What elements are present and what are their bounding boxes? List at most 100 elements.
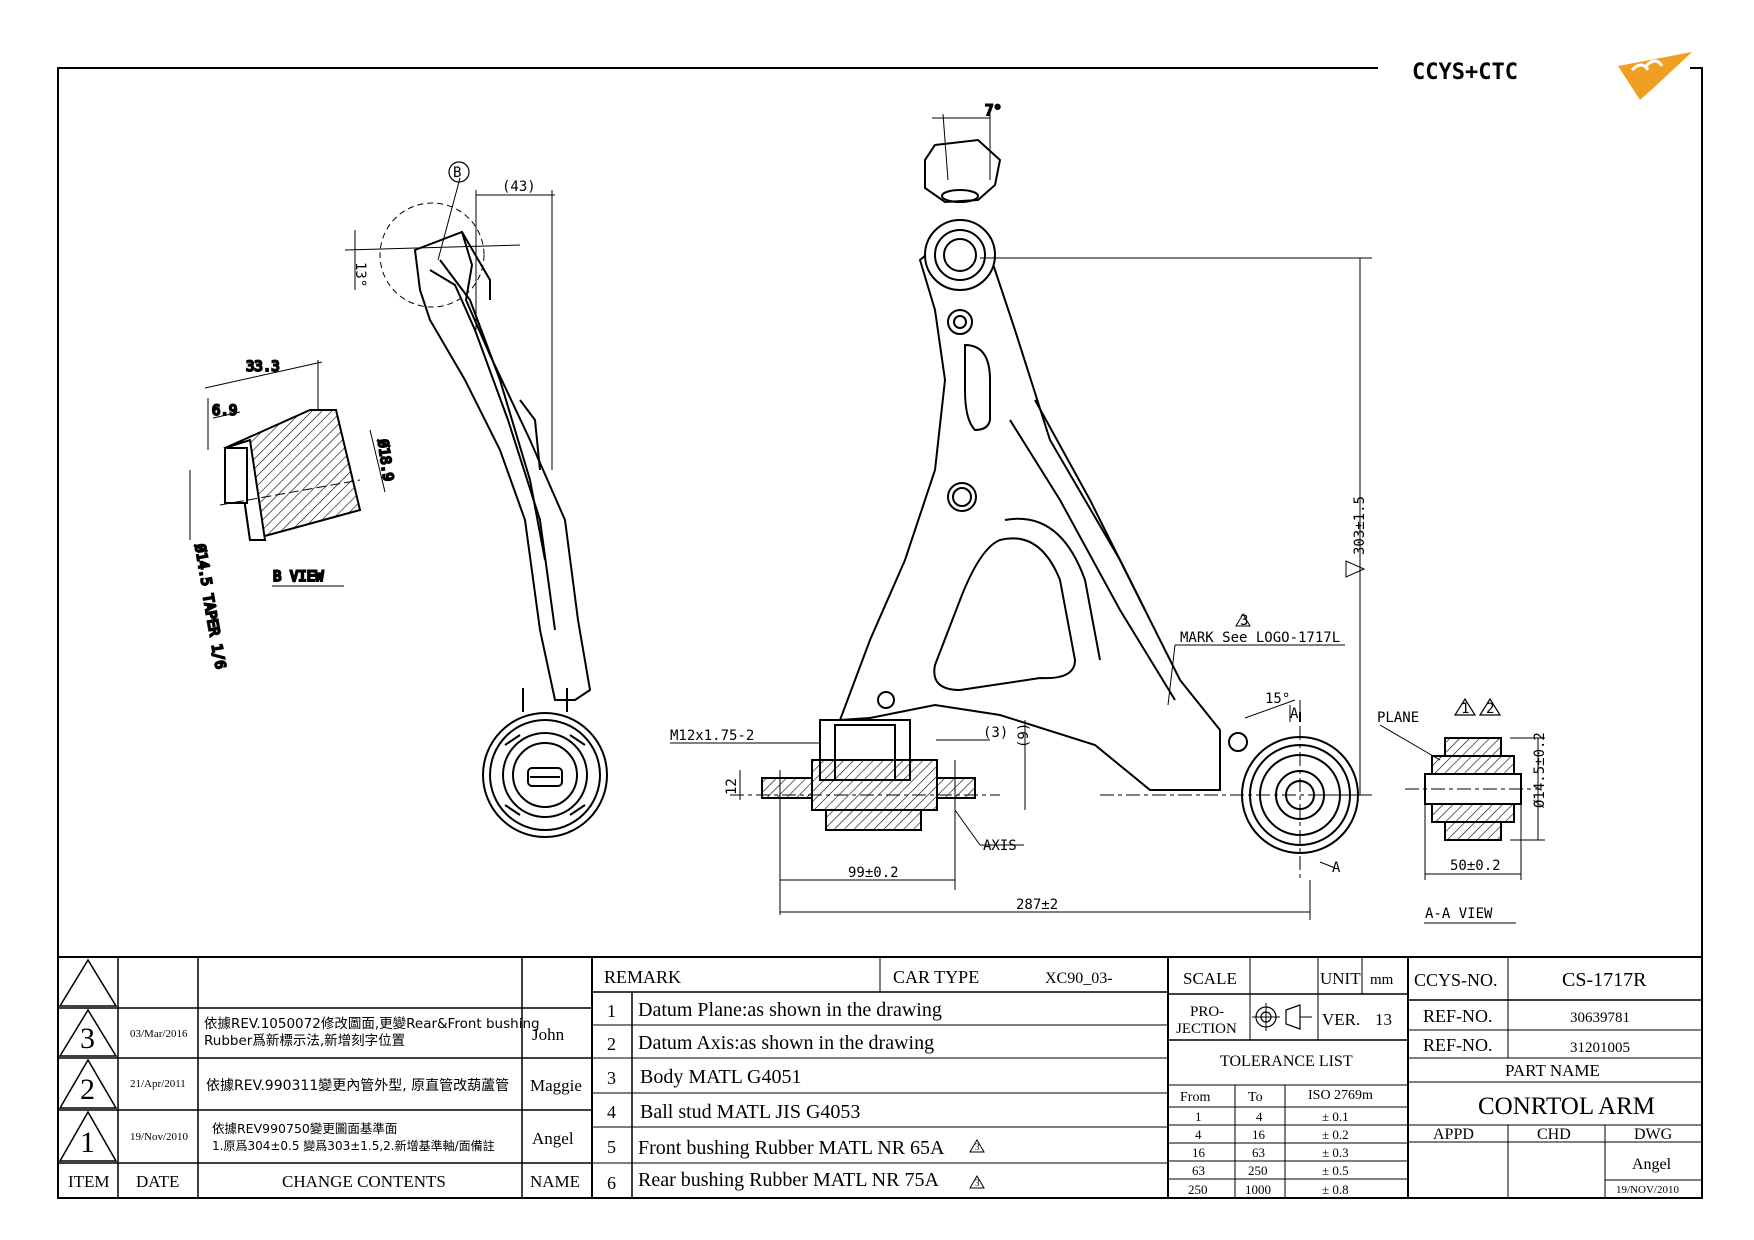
ref-no-value-2: 31201005	[1570, 1040, 1630, 1056]
logo-mark-icon	[1618, 52, 1692, 100]
title-block	[58, 956, 1702, 1198]
dim-angle-7: 7°	[985, 103, 1002, 119]
side-view-arm	[344, 177, 608, 838]
part-name-label: PART NAME	[1505, 1061, 1600, 1080]
dim-angle-13: 13°	[352, 262, 368, 287]
ver-value: 13	[1375, 1010, 1392, 1029]
chd-label: CHD	[1537, 1126, 1571, 1143]
scale-label: SCALE	[1183, 969, 1237, 988]
remark-4-num: 4	[607, 1102, 616, 1122]
tol-2-to: 16	[1252, 1127, 1266, 1142]
car-type-label: CAR TYPE	[893, 967, 979, 987]
remark-5-triangle-num: 3	[975, 1142, 980, 1152]
dim-99: 99±0.2	[848, 865, 899, 881]
remark-6-num: 6	[607, 1173, 616, 1193]
ref-no-label-2: REF-NO.	[1423, 1035, 1493, 1055]
dim-m12: M12x1.75-2	[670, 728, 754, 744]
tol-1-to: 4	[1256, 1109, 1263, 1124]
rev-1-content-2: 1.原爲304±0.5 變爲303±1.5,2.新增基準軸/面備註	[212, 1138, 495, 1153]
remark-5-num: 5	[607, 1137, 616, 1157]
ccys-no-value: CS-1717R	[1562, 969, 1647, 991]
main-view-dim-text: 303±1.5 MARK See LOGO-1717L 3 15° A A M1…	[670, 496, 1368, 913]
ccys-no-label: CCYS-NO.	[1414, 970, 1498, 990]
tolerance-title: TOLERANCE LIST	[1220, 1053, 1353, 1070]
dwg-value: Angel	[1632, 1156, 1672, 1173]
dim-angle-15: 15°	[1265, 691, 1290, 707]
tol-4-to: 250	[1248, 1163, 1268, 1178]
tol-header-iso: ISO 2769m	[1308, 1088, 1373, 1103]
tol-1-tol: ± 0.1	[1322, 1109, 1349, 1124]
tol-3-to: 63	[1252, 1145, 1265, 1160]
remark-1-num: 1	[607, 1001, 616, 1021]
tol-1-from: 1	[1195, 1109, 1202, 1124]
rev-2-number: 2	[80, 1073, 95, 1106]
tol-2-from: 4	[1195, 1127, 1202, 1142]
section-a-label-bottom: A	[1332, 860, 1341, 876]
rev-3-name: John	[532, 1025, 565, 1044]
tol-4-from: 63	[1192, 1163, 1205, 1178]
plane-triangle-1: 1	[1461, 701, 1469, 717]
dim-33-3: 33.3	[246, 359, 280, 375]
balloon-b-label: B	[453, 165, 461, 181]
title-block-text: 3 2 1 03/Mar/2016 21/Apr/2011 19/Nov/201…	[68, 967, 1679, 1197]
rev-2-content-1: 依據REV.990311變更內管外型, 原直管改葫蘆管	[206, 1077, 509, 1094]
remark-6-triangle-num: 3	[975, 1178, 980, 1188]
drawing-frame	[57, 67, 1703, 1199]
tol-5-from: 250	[1188, 1182, 1208, 1197]
section-a-label-top: A	[1290, 706, 1299, 722]
remark-label: REMARK	[604, 967, 681, 987]
dim-3: (3)	[983, 725, 1008, 741]
plane-label: PLANE	[1377, 710, 1419, 726]
tol-2-tol: ± 0.2	[1322, 1127, 1349, 1142]
tol-header-from: From	[1180, 1090, 1210, 1105]
appd-label: APPD	[1433, 1126, 1474, 1143]
dim-18-9: Ø18.9	[374, 438, 396, 482]
dim-287: 287±2	[1016, 897, 1058, 913]
rev-3-content-2: Rubber爲新標示法,新增刻字位置	[204, 1033, 405, 1049]
main-view-dimensions	[670, 257, 1372, 920]
remark-6-text: Rear bushing Rubber MATL NR 75A	[638, 1169, 939, 1191]
b-view-title: B VIEW	[273, 569, 324, 585]
rev-1-content-1: 依據REV990750變更圖面基準面	[212, 1121, 397, 1136]
main-view-arm: 7°	[730, 102, 1370, 915]
tol-3-tol: ± 0.3	[1322, 1145, 1349, 1160]
dim-303: 303±1.5	[1352, 496, 1368, 555]
remark-2-num: 2	[607, 1034, 616, 1054]
rev-3-content-1: 依據REV.1050072修改圖面,更變Rear&Front bushing	[204, 1016, 540, 1032]
dim-6-9: 6.9	[212, 403, 237, 419]
plane-triangle-2: 2	[1486, 701, 1494, 717]
remark-3-text: Body MATL G4051	[640, 1066, 801, 1088]
dim-taper-14-5: Ø14.5	[191, 543, 214, 587]
remark-4-text: Ball stud MATL JIS G4053	[640, 1101, 860, 1123]
b-view-callout: B (43) 13°	[352, 161, 555, 470]
remark-1-text: Datum Plane:as shown in the drawing	[638, 999, 942, 1021]
remark-2-text: Datum Axis:as shown in the drawing	[638, 1032, 934, 1054]
rev-header-name: NAME	[530, 1172, 580, 1191]
dwg-date: 19/NOV/2010	[1616, 1184, 1679, 1196]
rev-2-date: 21/Apr/2011	[130, 1078, 186, 1090]
rev-header-item: ITEM	[68, 1172, 110, 1191]
rev-triangle-3-mark: 3	[1240, 613, 1248, 629]
rev-1-date: 19/Nov/2010	[130, 1131, 189, 1143]
rev-3-date: 03/Mar/2016	[130, 1028, 188, 1040]
tol-header-to: To	[1248, 1090, 1263, 1105]
dim-9: (9)	[1016, 723, 1032, 748]
rev-header-change: CHANGE CONTENTS	[282, 1172, 446, 1191]
mark-note: MARK See LOGO-1717L	[1180, 630, 1340, 646]
company-logo: CCYS+CTC	[1412, 52, 1692, 100]
rev-1-name: Angel	[532, 1129, 574, 1148]
dim-43: (43)	[502, 179, 536, 195]
tol-5-tol: ± 0.8	[1322, 1182, 1349, 1197]
rev-1-number: 1	[80, 1126, 95, 1159]
axis-label: AXIS	[983, 838, 1017, 854]
remark-3-num: 3	[607, 1068, 616, 1088]
rev-2-name: Maggie	[530, 1076, 582, 1095]
aa-view-text: PLANE 1 2 Ø14.5±0.2 50±0.2 A-A VIEW	[1377, 697, 1548, 924]
car-type-value: XC90_03-	[1045, 970, 1113, 987]
unit-value: mm	[1370, 972, 1394, 988]
projection-label-2: JECTION	[1176, 1021, 1237, 1037]
part-name-value: CONRTOL ARM	[1478, 1093, 1655, 1120]
ref-no-label-1: REF-NO.	[1423, 1006, 1493, 1026]
aa-view-title: A-A VIEW	[1425, 906, 1493, 922]
